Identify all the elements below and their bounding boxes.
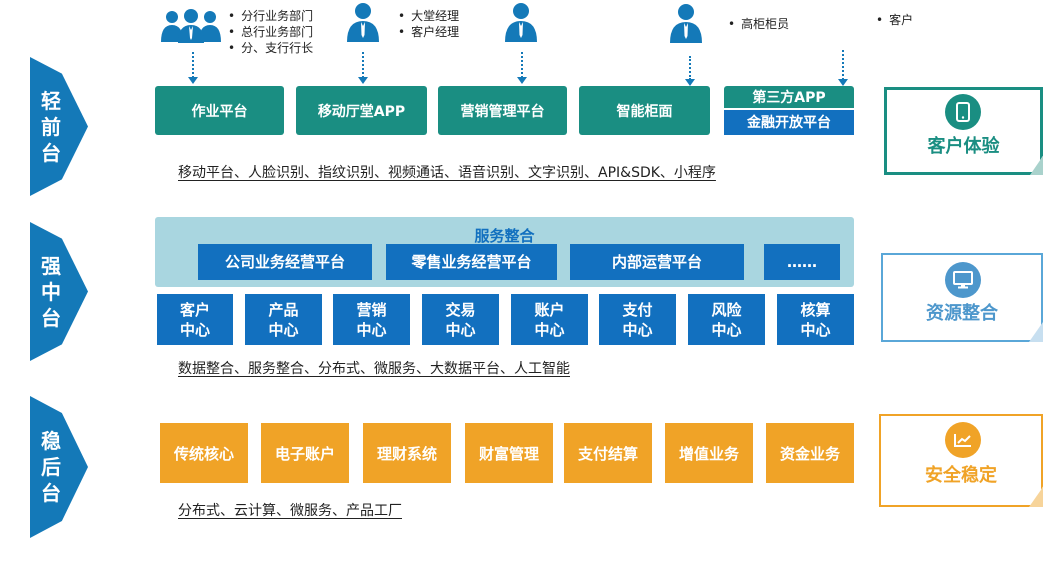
system-treasury[interactable]: 资金业务: [766, 423, 854, 483]
resource-integration-fold: [1029, 322, 1043, 342]
front-tech-line: 移动平台、人脸识别、指纹识别、视频通话、语音识别、文字识别、API&SDK、小程…: [178, 165, 716, 181]
platform-mobile-hall-app[interactable]: 移动厅堂APP: [296, 86, 427, 135]
platform-financial-open[interactable]: 金融开放平台: [724, 110, 854, 135]
system-value-added[interactable]: 增值业务: [665, 423, 753, 483]
middle-tier-label: 强 中 台: [41, 254, 61, 330]
arrow-head-3: [517, 77, 527, 84]
arrow-head-4: [685, 79, 695, 86]
system-wealth-mgmt-products[interactable]: 理财系统: [363, 423, 451, 483]
retail-business-platform[interactable]: 零售业务经营平台: [386, 244, 557, 280]
service-integration-title: 服务整合: [474, 227, 535, 245]
arrow-line-2: [362, 52, 364, 78]
arrow-head-2: [358, 77, 368, 84]
system-payment-settlement[interactable]: 支付结算: [564, 423, 652, 483]
system-wealth-management[interactable]: 财富管理: [465, 423, 553, 483]
center-risk[interactable]: 风险中心: [688, 294, 765, 345]
arrow-line-3: [521, 52, 523, 78]
platform-marketing[interactable]: 营销管理平台: [438, 86, 567, 135]
system-legacy-core[interactable]: 传统核心: [160, 423, 248, 483]
monitor-icon: [945, 262, 981, 298]
more-platforms[interactable]: ……: [764, 244, 840, 280]
customer-experience-fold: [1030, 156, 1043, 175]
role-list-1: 分行业务部门 总行业务部门 分、支行行长: [228, 8, 313, 56]
back-tech-line: 分布式、云计算、微服务、产品工厂: [178, 503, 402, 519]
internal-operation-platform[interactable]: 内部运营平台: [570, 244, 744, 280]
teller-icon: [670, 4, 702, 43]
security-stability-fold: [1029, 487, 1043, 507]
manager-icon-2: [505, 3, 537, 42]
platform-smart-counter[interactable]: 智能柜面: [579, 86, 710, 135]
role-list-2: 大堂经理 客户经理: [398, 8, 459, 40]
arrow-line-5: [842, 50, 844, 80]
back-tier-label: 稳 后 台: [41, 429, 61, 505]
resource-integration-title: 资源整合: [926, 303, 998, 324]
role-list-4: 客户: [876, 12, 913, 28]
platform-third-party-app[interactable]: 第三方APP: [724, 86, 854, 108]
center-account[interactable]: 账户中心: [511, 294, 588, 345]
center-customer[interactable]: 客户中心: [157, 294, 233, 345]
customer-experience-title: 客户体验: [927, 136, 1000, 157]
security-stability-title: 安全稳定: [925, 465, 997, 486]
platform-operation[interactable]: 作业平台: [155, 86, 284, 135]
arrow-line-4: [689, 56, 691, 80]
people-group-icon: [161, 9, 221, 43]
trend-chart-icon: [945, 422, 981, 458]
arrow-head-1: [188, 77, 198, 84]
center-accounting[interactable]: 核算中心: [777, 294, 854, 345]
arrow-line-1: [192, 52, 194, 78]
front-tier-label: 轻 前 台: [41, 89, 61, 165]
center-marketing[interactable]: 营销中心: [333, 294, 410, 345]
corporate-business-platform[interactable]: 公司业务经营平台: [198, 244, 372, 280]
middle-tech-line: 数据整合、服务整合、分布式、微服务、大数据平台、人工智能: [178, 361, 570, 377]
manager-icon: [347, 3, 379, 42]
center-payment[interactable]: 支付中心: [599, 294, 676, 345]
role-list-3: 高柜柜员: [728, 16, 789, 32]
center-product[interactable]: 产品中心: [245, 294, 322, 345]
arrow-head-5: [838, 79, 848, 86]
system-e-account[interactable]: 电子账户: [261, 423, 349, 483]
center-transaction[interactable]: 交易中心: [422, 294, 499, 345]
mobile-phone-icon: [945, 94, 981, 130]
